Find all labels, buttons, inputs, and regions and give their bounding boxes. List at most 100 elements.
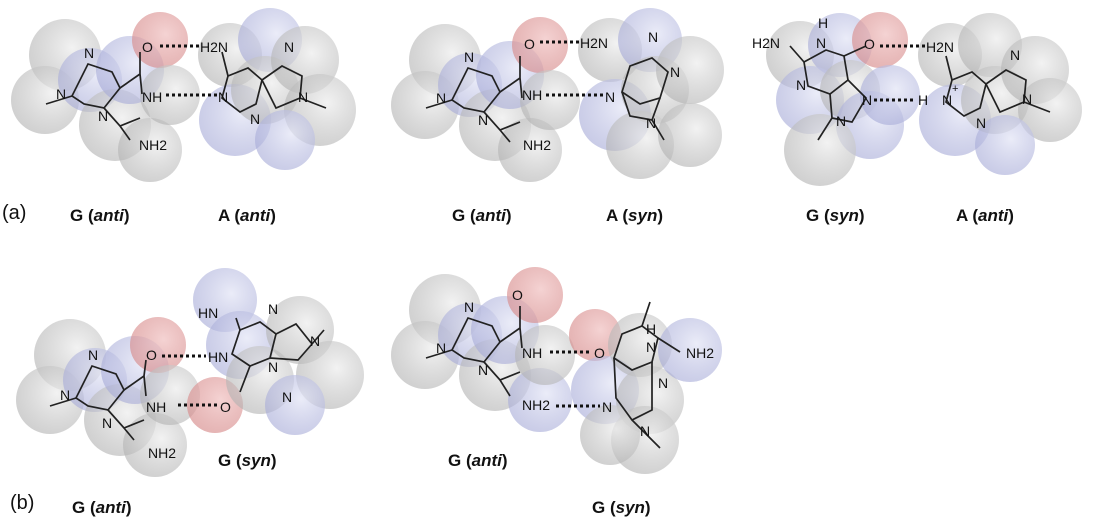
panel-label-b: (b) <box>10 492 34 514</box>
svg-text:N: N <box>646 339 656 355</box>
svg-text:NH2: NH2 <box>139 137 167 153</box>
svg-text:N: N <box>60 387 70 403</box>
svg-text:N: N <box>640 423 650 439</box>
svg-text:N: N <box>602 399 612 415</box>
svg-text:N: N <box>84 45 94 61</box>
svg-text:N: N <box>284 39 294 55</box>
pair-b1-hbonds <box>162 354 220 407</box>
svg-text:N: N <box>88 347 98 363</box>
svg-text:N: N <box>56 86 66 102</box>
svg-text:N: N <box>478 112 488 128</box>
svg-text:N: N <box>436 90 446 106</box>
svg-text:O: O <box>864 36 875 52</box>
svg-text:A (anti): A (anti) <box>218 206 276 225</box>
svg-text:NH: NH <box>142 89 162 105</box>
svg-text:N: N <box>102 415 112 431</box>
svg-text:NH2: NH2 <box>148 445 176 461</box>
svg-text:A (anti): A (anti) <box>956 206 1014 225</box>
svg-text:NH: NH <box>146 399 166 415</box>
svg-text:NH: NH <box>522 87 542 103</box>
caption-b1-left: G (anti) <box>72 498 132 517</box>
svg-text:G (anti): G (anti) <box>72 498 132 517</box>
svg-text:N: N <box>646 115 656 131</box>
pair-b2-bonds <box>425 301 681 449</box>
svg-text:N: N <box>836 113 846 129</box>
svg-text:N: N <box>464 299 474 315</box>
pair-b2-spheres <box>391 267 722 474</box>
svg-text:N: N <box>268 359 278 375</box>
svg-text:N: N <box>862 92 872 108</box>
svg-text:N: N <box>976 115 986 131</box>
svg-text:N: N <box>1010 47 1020 63</box>
pair-a1-bonds <box>45 51 327 141</box>
caption-a1-left: G (anti) <box>70 206 130 225</box>
pair-a2-bonds <box>425 56 669 143</box>
caption-a2-left: G (anti) <box>452 206 512 225</box>
svg-text:G (anti): G (anti) <box>70 206 130 225</box>
pair-a2-atoms: N N N NH O NH2 H2N N N N N <box>436 29 680 153</box>
svg-text:G (syn): G (syn) <box>592 498 651 517</box>
pair-a3-atoms: H2N H N O N N N H H2N N + N N N <box>752 15 1032 131</box>
svg-text:G (anti): G (anti) <box>452 206 512 225</box>
svg-text:NH2: NH2 <box>522 397 550 413</box>
svg-text:H2N: H2N <box>200 39 228 55</box>
caption-a3-left: G (syn) <box>806 206 865 225</box>
svg-text:O: O <box>512 287 523 303</box>
svg-text:N: N <box>310 333 320 349</box>
svg-text:G (syn): G (syn) <box>218 451 277 470</box>
svg-text:N: N <box>218 89 228 105</box>
pair-a3-bonds <box>789 45 1051 141</box>
svg-text:N: N <box>464 49 474 65</box>
svg-text:NH2: NH2 <box>686 345 714 361</box>
pair-b1-spheres <box>16 268 364 477</box>
svg-text:O: O <box>142 39 153 55</box>
svg-text:N: N <box>436 340 446 356</box>
svg-text:G (anti): G (anti) <box>448 451 508 470</box>
svg-text:H2N: H2N <box>752 35 780 51</box>
caption-a3-right: A (anti) <box>956 206 1014 225</box>
svg-text:O: O <box>594 345 605 361</box>
caption-a2-right: A (syn) <box>606 206 663 225</box>
svg-text:N: N <box>648 29 658 45</box>
caption-b1-right: G (syn) <box>218 451 277 470</box>
svg-text:H2N: H2N <box>926 39 954 55</box>
svg-text:O: O <box>220 399 231 415</box>
svg-text:+: + <box>952 83 958 95</box>
svg-text:N: N <box>816 35 826 51</box>
pair-a1-hbonds <box>160 44 218 97</box>
svg-text:N: N <box>670 64 680 80</box>
pair-b1-bonds <box>49 317 325 441</box>
caption-a1-right: A (anti) <box>218 206 276 225</box>
svg-text:G (syn): G (syn) <box>806 206 865 225</box>
pair-a1-spheres <box>11 8 356 182</box>
svg-text:HN: HN <box>198 305 218 321</box>
caption-b2-right: G (syn) <box>592 498 651 517</box>
svg-text:N: N <box>605 89 615 105</box>
caption-b2-left: G (anti) <box>448 451 508 470</box>
svg-text:N: N <box>796 77 806 93</box>
pair-a2-spheres <box>391 8 724 182</box>
svg-text:H: H <box>918 92 928 108</box>
svg-text:O: O <box>524 36 535 52</box>
svg-text:N: N <box>98 108 108 124</box>
svg-text:N: N <box>250 111 260 127</box>
svg-text:N: N <box>942 92 952 108</box>
svg-text:N: N <box>298 89 308 105</box>
svg-text:NH: NH <box>522 345 542 361</box>
svg-text:H2N: H2N <box>580 35 608 51</box>
pair-a2-hbonds <box>540 40 604 97</box>
svg-text:A (syn): A (syn) <box>606 206 663 225</box>
pair-a1-atoms: N N N NH O NH2 H2N N N N N <box>56 39 308 153</box>
pair-b1-atoms: N N N NH O NH2 HN HN N N O N N <box>60 301 320 461</box>
pair-a3-hbonds <box>874 44 926 102</box>
svg-text:H: H <box>818 15 828 31</box>
svg-text:HN: HN <box>208 349 228 365</box>
svg-text:NH2: NH2 <box>523 137 551 153</box>
pair-a3-spheres <box>766 12 1082 186</box>
pair-b2-hbonds <box>550 350 600 408</box>
svg-text:N: N <box>1022 91 1032 107</box>
svg-text:N: N <box>478 362 488 378</box>
pair-b2-atoms: N N N NH O NH2 O H N NH2 N N N <box>436 287 714 439</box>
svg-text:H: H <box>646 321 656 337</box>
